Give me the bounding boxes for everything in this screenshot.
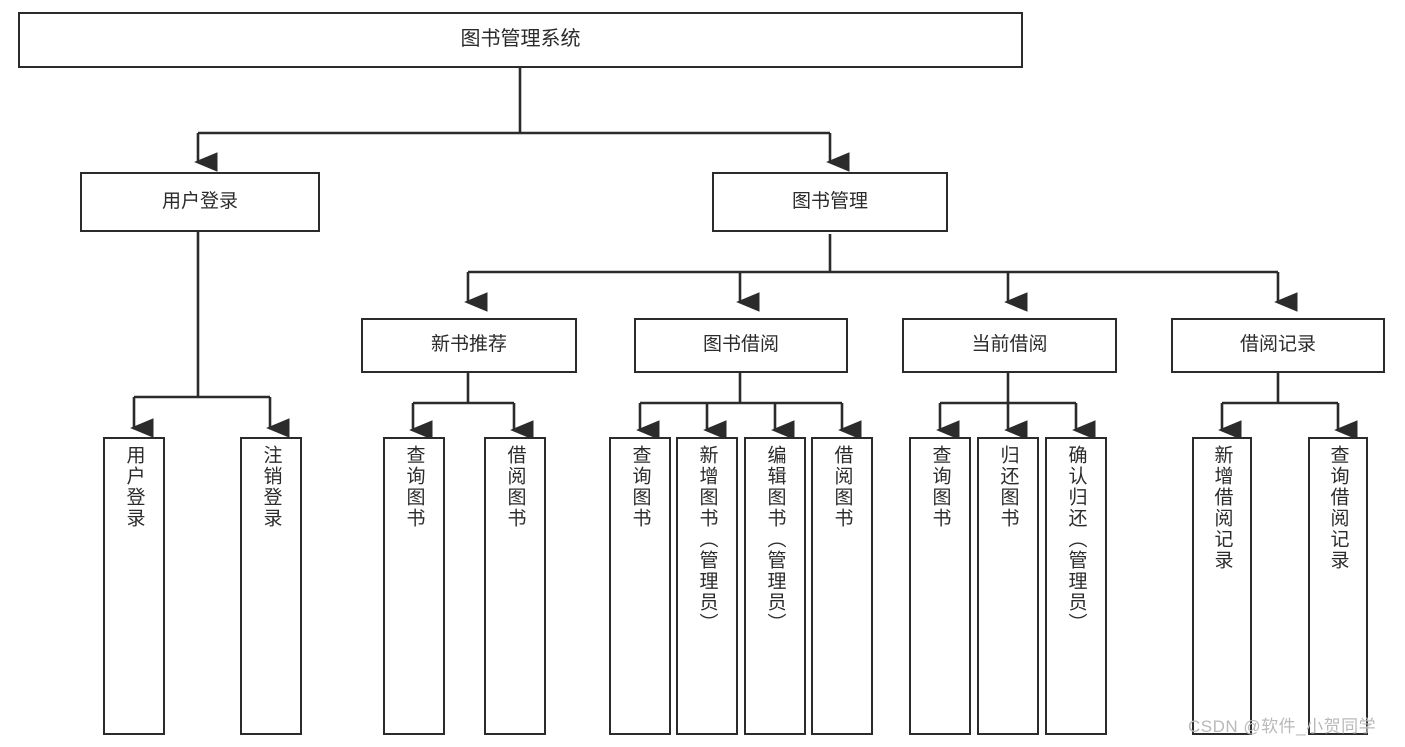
leaf-edit-book[interactable]: 编辑图书（管理员） (744, 437, 806, 735)
leaf-query-book-1-label: 查询图书 (403, 445, 425, 529)
leaf-add-book[interactable]: 新增图书（管理员） (676, 437, 738, 735)
leaf-query-book-3[interactable]: 查询图书 (909, 437, 971, 735)
leaf-logout-login-label: 注销登录 (260, 445, 282, 529)
leaf-borrow-book-2[interactable]: 借阅图书 (811, 437, 873, 735)
node-borrow-record[interactable]: 借阅记录 (1171, 318, 1385, 373)
node-book-borrow[interactable]: 图书借阅 (634, 318, 848, 373)
leaf-return-book[interactable]: 归还图书 (977, 437, 1039, 735)
leaf-borrow-book-1-label: 借阅图书 (504, 445, 526, 529)
node-book-management[interactable]: 图书管理 (712, 172, 948, 232)
leaf-user-login[interactable]: 用户登录 (103, 437, 165, 735)
node-book-management-label: 图书管理 (791, 190, 868, 212)
csdn-watermark: CSDN @软件_小贺同学 (1188, 717, 1377, 736)
node-borrow-record-label: 借阅记录 (1239, 334, 1316, 356)
leaf-edit-book-label: 编辑图书（管理员） (764, 445, 786, 634)
leaf-query-record[interactable]: 查询借阅记录 (1308, 437, 1368, 735)
node-new-book-recommend[interactable]: 新书推荐 (361, 318, 577, 373)
node-current-borrow-label: 当前借阅 (971, 334, 1048, 356)
leaf-query-book-2-label: 查询图书 (629, 445, 651, 529)
node-root[interactable]: 图书管理系统 (18, 12, 1023, 68)
leaf-add-record[interactable]: 新增借阅记录 (1192, 437, 1252, 735)
leaf-borrow-book-2-label: 借阅图书 (831, 445, 853, 529)
leaf-logout-login[interactable]: 注销登录 (240, 437, 302, 735)
leaf-add-book-label: 新增图书（管理员） (696, 445, 718, 634)
leaf-add-record-label: 新增借阅记录 (1211, 445, 1233, 571)
node-current-borrow[interactable]: 当前借阅 (902, 318, 1117, 373)
leaf-borrow-book-1[interactable]: 借阅图书 (484, 437, 546, 735)
node-root-label: 图书管理系统 (460, 28, 581, 51)
leaf-query-book-1[interactable]: 查询图书 (383, 437, 445, 735)
leaf-user-login-label: 用户登录 (123, 445, 145, 529)
leaf-query-record-label: 查询借阅记录 (1327, 445, 1349, 571)
node-user-login[interactable]: 用户登录 (80, 172, 320, 232)
node-book-borrow-label: 图书借阅 (702, 334, 779, 356)
leaf-query-book-2[interactable]: 查询图书 (609, 437, 671, 735)
leaf-confirm-return[interactable]: 确认归还（管理员） (1045, 437, 1107, 735)
leaf-return-book-label: 归还图书 (997, 445, 1019, 529)
node-new-book-recommend-label: 新书推荐 (430, 334, 507, 356)
leaf-confirm-return-label: 确认归还（管理员） (1065, 445, 1087, 634)
leaf-query-book-3-label: 查询图书 (929, 445, 951, 529)
node-user-login-label: 用户登录 (161, 190, 238, 212)
